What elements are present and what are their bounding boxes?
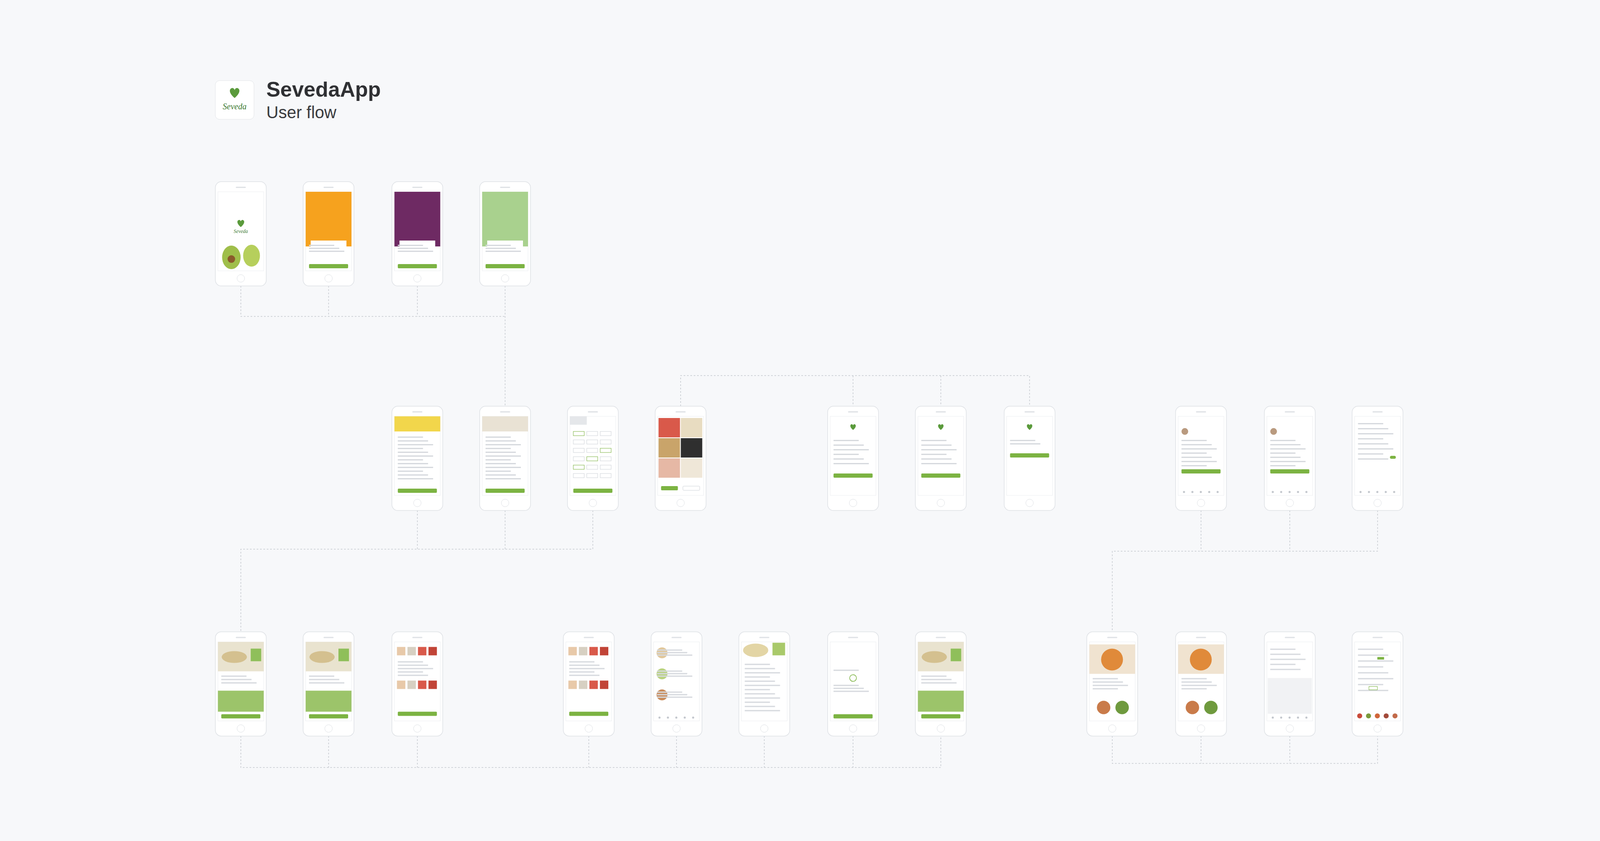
flow-wire [588, 735, 590, 768]
flow-wire [1112, 735, 1378, 764]
phone-screen [739, 631, 790, 736]
flow-wire [1200, 735, 1202, 764]
flow-wire [852, 735, 854, 768]
flow-wire [417, 510, 418, 550]
flow-title: SevedaApp [266, 77, 381, 102]
app-logo [215, 80, 254, 120]
phone-screen [915, 631, 967, 736]
flow-wire [328, 285, 330, 317]
phone-screen [1264, 406, 1316, 511]
phone-screen [1175, 406, 1227, 511]
phone-screen [827, 406, 879, 511]
phone-screen [479, 181, 531, 286]
flow-wire [1289, 510, 1291, 552]
phone-screen [1175, 631, 1227, 736]
phone-screen [303, 631, 354, 736]
phone-screen [215, 631, 267, 736]
logo-wordmark: Seveda [222, 101, 247, 112]
flow-wire [417, 285, 418, 317]
flow-wire [504, 510, 506, 550]
flow-wire [240, 510, 593, 632]
flow-wire [676, 735, 678, 768]
flow-wire [763, 735, 765, 768]
flow-wire [1112, 510, 1378, 632]
phone-screen [567, 406, 619, 511]
phone-screen [655, 406, 707, 511]
phone-screen [1351, 406, 1403, 511]
phone-screen [1351, 631, 1403, 736]
flow-wire [240, 735, 941, 768]
flow-wire [1200, 510, 1202, 552]
flow-wire [328, 735, 330, 768]
flow-wire [240, 285, 506, 317]
phone-screen [479, 406, 531, 511]
phone-screen [391, 631, 443, 736]
flow-wire [680, 375, 1030, 407]
flow-subtitle: User flow [266, 102, 337, 122]
flow-wire [852, 375, 854, 407]
flow-wire [940, 375, 942, 407]
phone-screen [1086, 631, 1138, 736]
phone-screen [651, 631, 703, 736]
phone-screen [827, 631, 879, 736]
phone-screen [1004, 406, 1056, 511]
flow-wire [1289, 735, 1291, 764]
splash-wordmark: Seveda [233, 228, 249, 235]
phone-screen [1264, 631, 1316, 736]
phone-screen [215, 181, 267, 286]
phones [215, 181, 1403, 736]
phone-screen [915, 406, 967, 511]
phone-screen [303, 181, 354, 286]
flow-wire [417, 735, 418, 768]
flow-wire [504, 285, 506, 407]
flow-wires [240, 285, 1378, 768]
phone-screen [391, 406, 443, 511]
phone-screen [563, 631, 615, 736]
phone-screen [391, 181, 443, 286]
